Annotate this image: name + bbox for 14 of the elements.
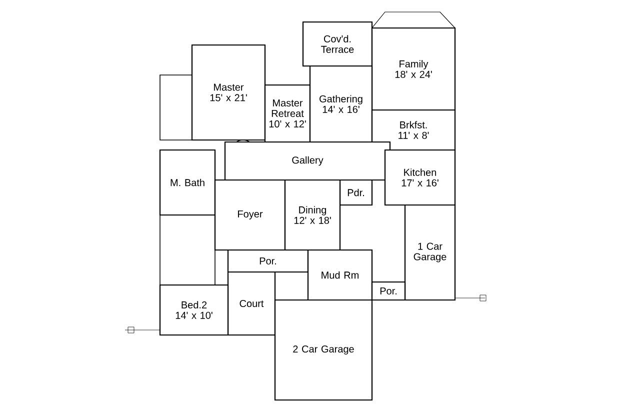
room: Por. — [371, 281, 406, 301]
room: Bed.2 14' x 10' — [159, 284, 229, 336]
room: Kitchen 17' x 16' — [384, 149, 456, 206]
room: Pdr. — [339, 179, 373, 206]
room: Mud Rm — [307, 249, 373, 301]
room: Brkfst. 11' x 8' — [371, 109, 456, 151]
room: Cov'd. Terrace — [302, 21, 373, 67]
room: 1 Car Garage — [404, 204, 456, 301]
room: Master Retreat 10' x 12' — [264, 84, 311, 143]
room: M. Bath — [159, 149, 216, 216]
room: Dining 12' x 18' — [284, 179, 341, 251]
room: Por. — [227, 249, 309, 273]
room: Court — [227, 271, 276, 336]
room: Gathering 14' x 16' — [309, 65, 373, 143]
